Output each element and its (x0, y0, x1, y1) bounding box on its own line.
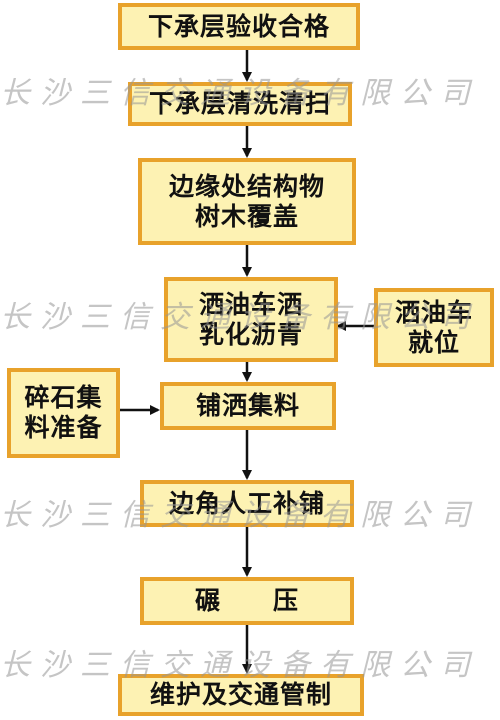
step-2-box: 下承层清洗清扫 (128, 82, 352, 126)
step-7-label: 碾 压 (194, 586, 299, 615)
step-3-label-line2: 树木覆盖 (194, 201, 299, 231)
step-4-label-line1: 洒油车洒 (198, 289, 303, 319)
step-5-box: 铺洒集料 (160, 382, 336, 430)
truck-ready-label-line2: 就位 (407, 327, 460, 357)
step-5-label: 铺洒集料 (195, 391, 300, 420)
step-3-label-line1: 边缘处结构物 (168, 171, 325, 201)
step-1-label: 下承层验收合格 (147, 11, 330, 41)
step-7-box: 碾 压 (140, 577, 354, 625)
step-8-box: 维护及交通管制 (118, 674, 364, 716)
step-4-label-line2: 乳化沥青 (198, 319, 303, 349)
step-8-label: 维护及交通管制 (149, 680, 332, 709)
step-1-box: 下承层验收合格 (118, 3, 360, 50)
truck-ready-label-line1: 洒油车 (394, 297, 473, 327)
step-3-box: 边缘处结构物 树木覆盖 (138, 158, 356, 245)
step-6-box: 边角人工补铺 (140, 480, 354, 527)
step-2-label: 下承层清洗清扫 (148, 89, 331, 118)
stone-prep-box: 碎石集 料准备 (7, 368, 120, 458)
stone-prep-label-line1: 碎石集 (24, 383, 103, 412)
stone-prep-label-line2: 料准备 (24, 413, 103, 442)
step-4-box: 洒油车洒 乳化沥青 (164, 277, 338, 362)
step-6-label: 边角人工补铺 (168, 488, 325, 518)
truck-ready-box: 洒油车 就位 (374, 288, 494, 367)
